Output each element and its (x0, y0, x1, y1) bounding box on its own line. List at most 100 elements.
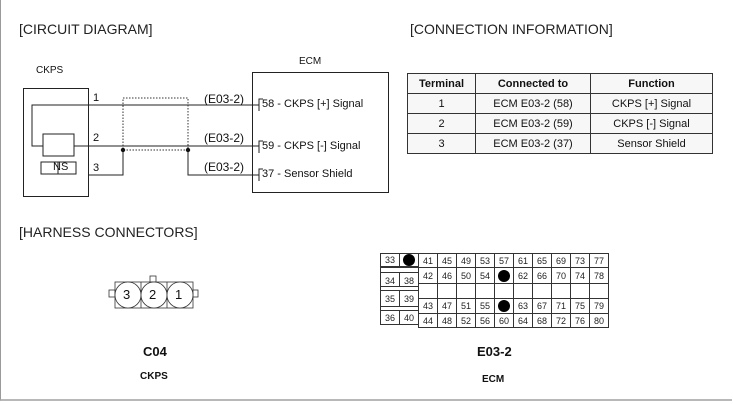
ecm-pin-59: 59 (262, 140, 275, 152)
ecm-pin-cell (494, 267, 514, 284)
ecm-pin-59-function: - CKPS [-] Signal (274, 140, 361, 152)
ecm-pin-37: 37 (262, 168, 275, 180)
coil-rect (42, 133, 75, 157)
ecm-grid-spacer (437, 283, 457, 299)
ecm-pin-cell: 66 (532, 267, 552, 284)
ecm-pin-cell: 70 (551, 267, 571, 284)
ecm-pin-cell: 80 (589, 313, 609, 328)
wire-3-ecm-side (187, 150, 259, 176)
pin-bracket-37 (258, 168, 263, 181)
c04-pin-3-label: 3 (123, 287, 131, 302)
pin-bracket-58 (258, 98, 263, 111)
ecm-pin-cell: 73 (570, 253, 590, 268)
e03-2-connector-description: ECM (482, 374, 505, 385)
ecm-pin-cell: 46 (437, 267, 457, 284)
ecm-grid-spacer (380, 306, 419, 311)
connection-table: Terminal Connected to Function 1 ECM E03… (407, 73, 713, 154)
coil-lead-1 (31, 104, 89, 147)
ecm-pin-cell: 47 (437, 298, 457, 314)
empty-pin-dot-icon (498, 269, 510, 282)
ecm-pin-cell: 79 (589, 298, 609, 314)
header-terminal: Terminal (407, 73, 476, 94)
ecm-pin-58-function: - CKPS [+] Signal (274, 98, 364, 110)
ecm-pin-cell: 49 (456, 253, 476, 268)
ecm-pin-cell: 74 (570, 267, 590, 284)
ecm-grid-spacer (513, 283, 533, 299)
ecm-pin-cell: 55 (475, 298, 495, 314)
ecm-pin-cell: 61 (513, 253, 533, 268)
ecm-pin-cell: 40 (399, 310, 419, 325)
ecm-pin-cell: 76 (570, 313, 590, 328)
ecm-pin-cell: 51 (456, 298, 476, 314)
ckps-label: CKPS (36, 65, 64, 76)
cell-terminal: 3 (407, 133, 476, 154)
ecm-pin-cell: 41 (418, 253, 438, 268)
c04-pin-1-label: 1 (175, 287, 183, 302)
ecm-pin-cell: 36 (380, 310, 400, 325)
magnet-s-label: S (61, 161, 69, 173)
ecm-pin-cell: 54 (475, 267, 495, 284)
ecm-grid-spacer (418, 283, 438, 299)
ecm-pin-58-label: 58 - CKPS [+] Signal (262, 98, 363, 110)
ecm-pin-cell: 67 (532, 298, 552, 314)
ecm-pin-cell: 77 (589, 253, 609, 268)
ecm-pin-cell (399, 253, 419, 267)
ecm-grid-spacer (380, 286, 419, 291)
ecm-grid-spacer (589, 283, 609, 299)
c04-key-top (149, 275, 157, 283)
cell-function: CKPS [-] Signal (590, 113, 713, 134)
shield-junction-right (185, 147, 191, 153)
ecm-grid-spacer (475, 283, 495, 299)
cell-terminal: 2 (407, 113, 476, 134)
ecm-pin-cell: 56 (475, 313, 495, 328)
ecm-pin-cell: 52 (456, 313, 476, 328)
ecm-pin-cell: 43 (418, 298, 438, 314)
ecm-grid-spacer (380, 267, 419, 273)
magnet-n-label: N (53, 161, 61, 173)
coil-symbol (31, 104, 89, 157)
table-row: 3 ECM E03-2 (37) Sensor Shield (407, 133, 713, 154)
shield-junction-left (120, 147, 126, 153)
ecm-pin-cell: 42 (418, 267, 438, 284)
ecm-pin-cell: 78 (589, 267, 609, 284)
ecm-label: ECM (299, 56, 322, 67)
ecm-grid-spacer (456, 283, 476, 299)
ecm-pin-cell (494, 298, 514, 314)
ecm-pin-cell: 48 (437, 313, 457, 328)
c04-pin-1 (166, 281, 194, 309)
wire-1-connector: (E03-2) (204, 92, 245, 106)
ecm-pin-58: 58 (262, 98, 275, 110)
ecm-grid-spacer (532, 283, 552, 299)
connection-information-title: [CONNECTION INFORMATION] (410, 21, 613, 37)
empty-pin-dot-icon (403, 254, 415, 266)
ecm-pin-cell: 39 (399, 290, 419, 307)
c04-connector-name: C04 (143, 344, 167, 359)
ecm-pin-cell: 53 (475, 253, 495, 268)
wire-2-pin: 2 (93, 132, 100, 144)
ecm-pin-cell: 57 (494, 253, 514, 268)
ecm-grid-spacer (570, 283, 590, 299)
wire-3-connector: (E03-2) (204, 160, 245, 174)
ecm-pin-cell: 50 (456, 267, 476, 284)
c04-latch-left (108, 289, 116, 298)
header-function: Function (590, 73, 713, 94)
ecm-pin-cell: 44 (418, 313, 438, 328)
ecm-pin-cell: 75 (570, 298, 590, 314)
c04-connector-description: CKPS (140, 371, 168, 382)
ecm-pin-cell: 63 (513, 298, 533, 314)
ecm-pin-cell: 68 (532, 313, 552, 328)
ecm-pin-cell: 62 (513, 267, 533, 284)
ecm-pin-cell: 64 (513, 313, 533, 328)
circuit-diagram-title: [CIRCUIT DIAGRAM] (19, 21, 153, 37)
ecm-pin-37-label: 37 - Sensor Shield (262, 168, 353, 180)
ecm-pin-cell: 65 (532, 253, 552, 268)
wire-3-sensor-side (89, 150, 124, 176)
empty-pin-dot-icon (498, 300, 510, 312)
shield-outline (122, 97, 189, 151)
ecm-pin-cell: 45 (437, 253, 457, 268)
wire-1-pin: 1 (93, 92, 100, 104)
ecm-pin-cell: 35 (380, 290, 400, 307)
c04-pin-2-label: 2 (149, 287, 157, 302)
